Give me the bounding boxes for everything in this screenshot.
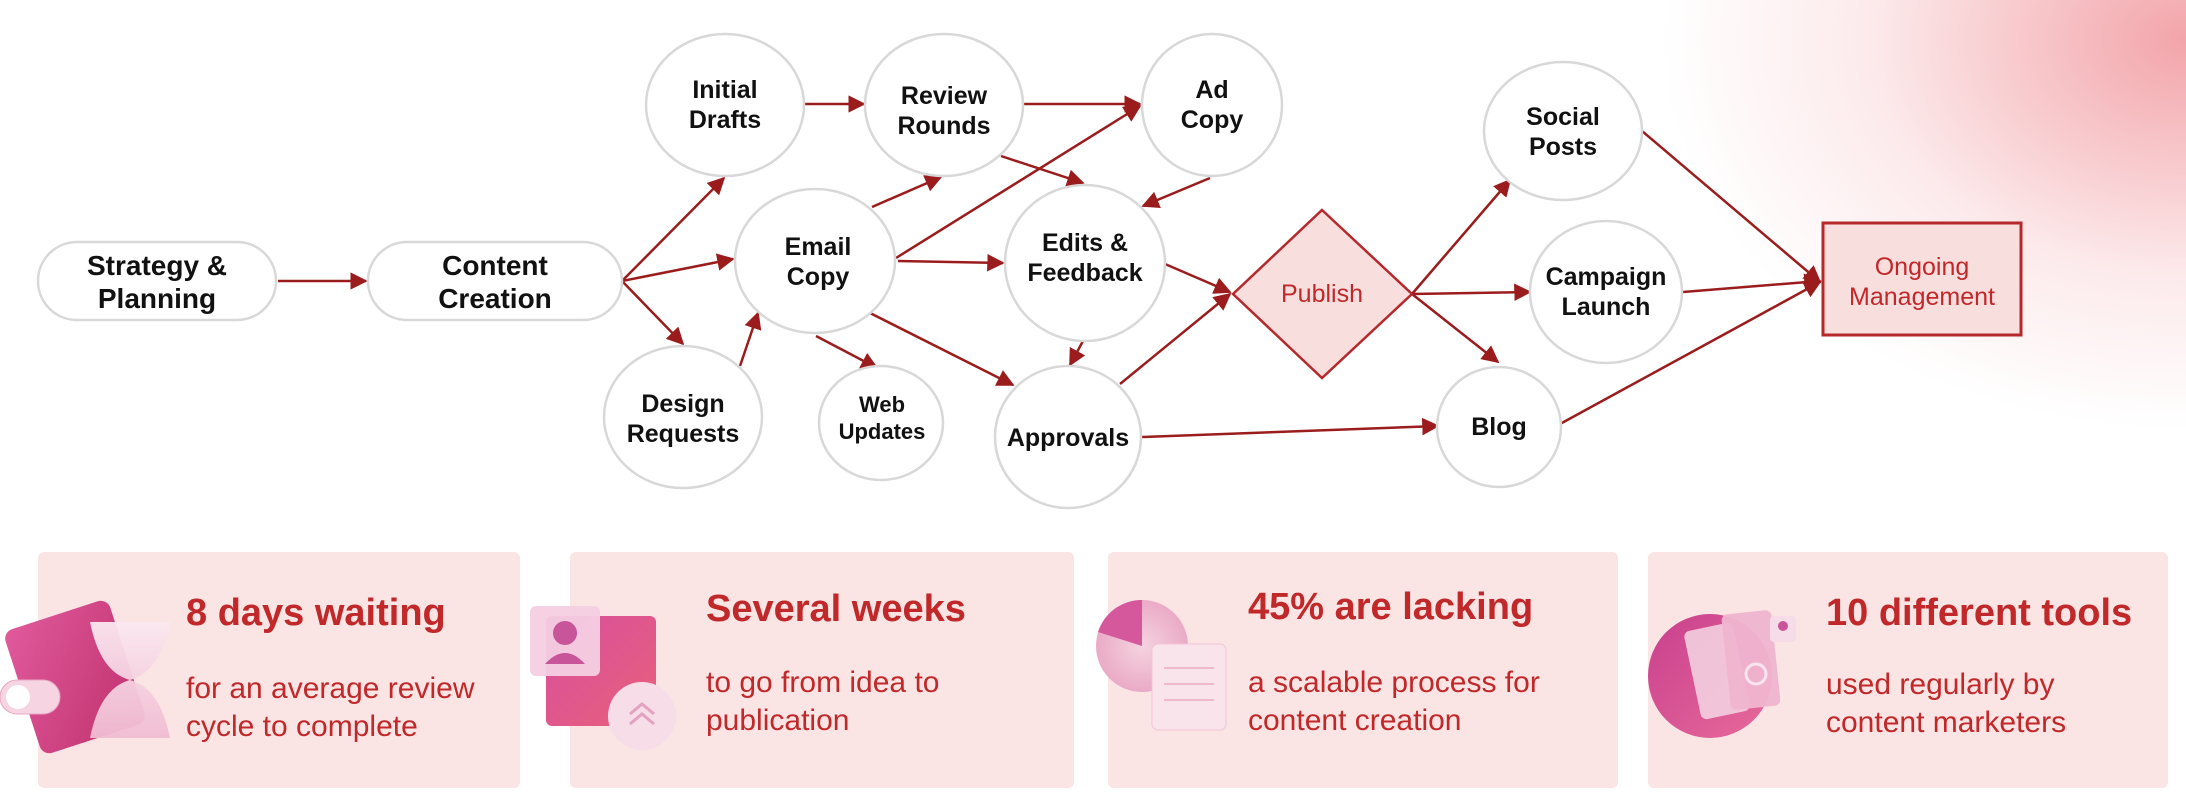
stat-title: Several weeks xyxy=(706,588,966,630)
edge-email-approvals xyxy=(869,311,1015,387)
stat-card-tools: 10 different tools used regularly by con… xyxy=(1648,552,2168,788)
edge-content-email xyxy=(621,253,735,283)
edge-publish-social xyxy=(1411,178,1512,295)
stat-body: used regularly by content marketers xyxy=(1826,668,2067,739)
edge-review-edits xyxy=(1000,154,1085,187)
svg-text:Publish: Publish xyxy=(1281,280,1363,308)
edges xyxy=(278,95,1822,439)
stat-body: to go from idea to publication xyxy=(706,666,940,737)
stat-card-waiting: 8 days waiting for an average review cyc… xyxy=(0,552,520,788)
stat-card-lacking: 45% are lacking a scalable process for c… xyxy=(1096,552,1618,788)
stat-body: a scalable process for content creation xyxy=(1248,666,1540,737)
svg-text:Edits &Feedback: Edits &Feedback xyxy=(1027,229,1142,287)
pie-document-icon xyxy=(1096,599,1227,731)
stat-title: 8 days waiting xyxy=(186,592,446,634)
edge-publish-campaign xyxy=(1411,283,1532,302)
edge-social-ongoing xyxy=(1641,130,1822,284)
edge-adcopy-edits xyxy=(1141,176,1211,209)
node-blog[interactable]: Blog xyxy=(1435,365,1563,489)
edge-content-drafts xyxy=(621,176,726,282)
stat-title: 10 different tools xyxy=(1826,592,2133,634)
stat-title: 45% are lacking xyxy=(1248,586,1534,628)
edge-approvals-publish xyxy=(1119,292,1232,385)
svg-text:Blog: Blog xyxy=(1471,413,1527,441)
edge-content-design xyxy=(621,280,685,346)
node-edits-feedback[interactable]: Edits &Feedback xyxy=(1003,183,1167,343)
edge-campaign-ongoing xyxy=(1682,273,1822,294)
edge-edits-approvals xyxy=(1068,340,1086,367)
edge-email-review xyxy=(871,175,943,209)
edge-approvals-blog xyxy=(1141,417,1440,439)
hourglass-icon xyxy=(0,600,170,754)
edge-email-edits xyxy=(897,253,1005,272)
edge-edits-publish xyxy=(1164,262,1232,294)
stat-body: for an average review cycle to complete xyxy=(186,672,475,743)
node-strategy-planning[interactable]: Strategy &Planning xyxy=(36,240,278,322)
edge-email-web xyxy=(815,334,879,370)
tool-stack-icon xyxy=(1648,610,1796,738)
stat-card-weeks: Several weeks to go from idea to publica… xyxy=(530,552,1074,788)
edge-publish-blog xyxy=(1411,293,1500,364)
edge-email-adcopy xyxy=(895,104,1142,260)
svg-text:Strategy &Planning: Strategy &Planning xyxy=(87,250,227,314)
profile-card-icon xyxy=(530,606,676,750)
svg-text:Approvals: Approvals xyxy=(1007,424,1129,452)
node-publish[interactable]: Publish xyxy=(1231,208,1414,380)
edge-blog-ongoing xyxy=(1559,280,1822,426)
node-approvals[interactable]: Approvals xyxy=(993,364,1143,510)
edge-design-email xyxy=(738,311,762,367)
